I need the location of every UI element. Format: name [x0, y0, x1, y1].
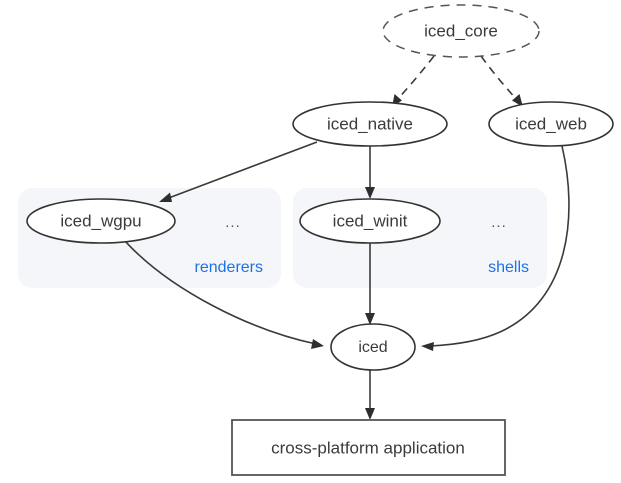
edge-iced-wgpu-to-iced — [124, 240, 324, 349]
node-iced-core[interactable]: iced_core — [382, 4, 540, 58]
node-iced-shape[interactable] — [330, 323, 416, 371]
edge-iced-web-to-iced — [421, 145, 570, 351]
cluster-shells-label: shells — [488, 259, 529, 276]
cluster-renderers-label: renderers — [195, 259, 263, 276]
node-application-shape[interactable] — [231, 419, 506, 476]
node-iced-winit-shape[interactable] — [299, 198, 441, 244]
arrowhead-iced-from-winit — [365, 313, 375, 325]
node-iced-winit-label: iced_winit — [333, 211, 408, 230]
arrowhead-iced-winit — [365, 187, 375, 199]
arrowhead-iced-from-web — [421, 342, 434, 351]
node-iced-native-label: iced_native — [327, 114, 413, 133]
cluster-renderers-ellipsis: ... — [225, 214, 241, 231]
edge-iced-core-to-iced-native — [392, 55, 435, 107]
node-iced-native-shape[interactable] — [292, 101, 448, 147]
node-cross-platform-application[interactable]: cross-platform application — [231, 419, 506, 476]
cluster-shells-ellipsis: ... — [491, 214, 507, 231]
arrowhead-application — [365, 408, 375, 420]
arrowhead-iced-from-wgpu — [311, 339, 324, 349]
node-iced-wgpu[interactable]: iced_wgpu — [26, 198, 176, 244]
arrowhead-iced-wgpu — [159, 192, 172, 202]
edge-iced-native-to-iced-winit — [365, 146, 375, 199]
edge-iced-native-to-iced-wgpu — [159, 141, 318, 202]
node-iced-core-shape[interactable] — [382, 4, 540, 58]
edge-iced-winit-to-iced — [365, 243, 375, 325]
node-iced-core-label: iced_core — [424, 21, 498, 40]
edge-iced-core-to-iced-web — [480, 55, 523, 107]
node-iced[interactable]: iced — [330, 323, 416, 371]
edge-iced-to-application — [365, 370, 375, 420]
node-iced-wgpu-shape[interactable] — [26, 198, 176, 244]
node-iced-web-shape[interactable] — [488, 101, 614, 147]
node-iced-web[interactable]: iced_web — [488, 101, 614, 147]
node-iced-winit[interactable]: iced_winit — [299, 198, 441, 244]
node-iced-label: iced — [358, 339, 387, 356]
node-iced-native[interactable]: iced_native — [292, 101, 448, 147]
node-application-label: cross-platform application — [271, 438, 465, 457]
arrowhead-iced-web — [512, 94, 523, 107]
node-iced-web-label: iced_web — [515, 114, 587, 133]
node-iced-wgpu-label: iced_wgpu — [60, 211, 141, 230]
